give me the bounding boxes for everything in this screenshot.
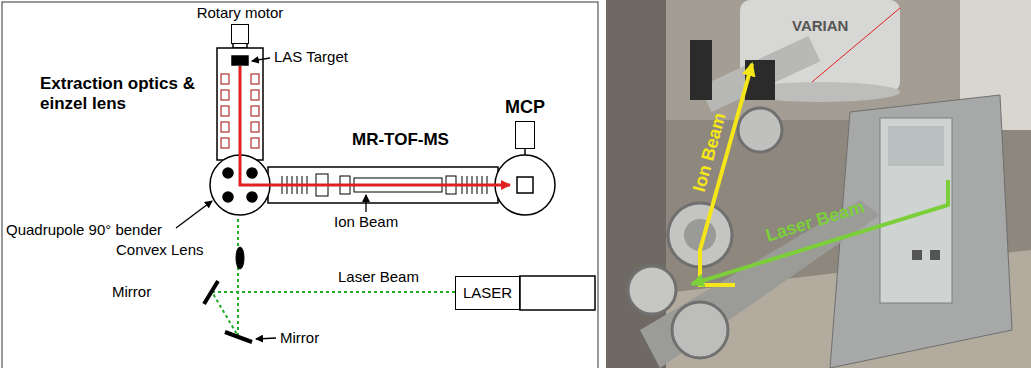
laser-housing-part [520,276,595,310]
lab-photo-part [738,108,782,152]
leader-arrows-part [365,195,366,212]
extraction-electrodes-part [251,138,259,148]
ion-beam-path [240,66,510,185]
optics [204,247,252,342]
photo-arrows [692,64,948,285]
extraction-electrodes-part [221,106,229,116]
optics-part [236,247,244,269]
motor-box-outline [231,24,249,44]
quadrupole-bender-part [247,168,257,178]
laser-beam-path-part [212,216,455,336]
lab-photo-part [672,302,728,358]
leader-arrows-part [256,338,276,339]
part-label: LAS Target [274,48,348,65]
node-label: Rotary motor [190,4,290,21]
leader-arrows [176,58,366,339]
lab-photo-part [628,266,676,314]
photo-arrows-part [692,180,948,284]
instrument-label: MR-TOF-MS [352,130,449,150]
optics-part [225,332,252,342]
quadrupole-bender-part [247,192,257,202]
beam-label: Ion Beam [334,213,398,230]
lab-photo-part [880,118,952,303]
laser-housing [520,276,595,310]
lab-photo-part [930,250,940,260]
laser-beam-path [212,216,455,336]
laser-box: LASER [455,276,520,310]
extraction-electrodes-part [221,90,229,100]
lab-photo-part [888,126,944,166]
motor-box: Rotary motor [190,4,290,44]
extraction-electrodes-part [221,74,229,84]
part-label: Extraction optics & einzel lens [40,74,208,113]
extraction-electrodes-part [221,138,229,148]
lab-photo-part [690,40,712,100]
quadrupole-bender-part [223,168,233,178]
extraction-electrodes-part [251,90,259,100]
part-label: Convex Lens [116,241,204,258]
schematic-panel [2,2,598,368]
extraction-electrodes-part [251,122,259,132]
detector-chamber [495,148,555,215]
beam-label: Laser Beam [338,268,419,285]
node-label: MCP [485,97,565,118]
detector-chamber-part [524,148,526,155]
schematic-panel-part [2,2,598,368]
lab-photo-part [606,0,1031,368]
quadrupole-bender-part [223,192,233,202]
ion-beam-path-part [240,66,510,185]
lab-photo [606,0,1031,368]
detector-box-outline [515,121,535,149]
part-label: Quadrupole 90° bender [6,221,162,238]
part-label: Mirror [280,329,319,346]
brand-label: VARIAN [792,17,848,34]
part-label: Mirror [112,283,151,300]
extraction-chamber-part [232,56,248,65]
extraction-electrodes-part [221,122,229,132]
lab-photo-part [700,36,821,112]
leader-arrows-part [176,201,212,228]
extraction-electrodes-part [251,106,259,116]
leader-arrows-part [252,58,270,61]
node-label: LASER [463,284,512,301]
detector-box: MCP [485,97,565,149]
lab-photo-part [912,250,922,260]
detector-chamber-part [517,177,533,193]
extraction-electrodes-part [251,74,259,84]
optics-part [204,281,218,304]
